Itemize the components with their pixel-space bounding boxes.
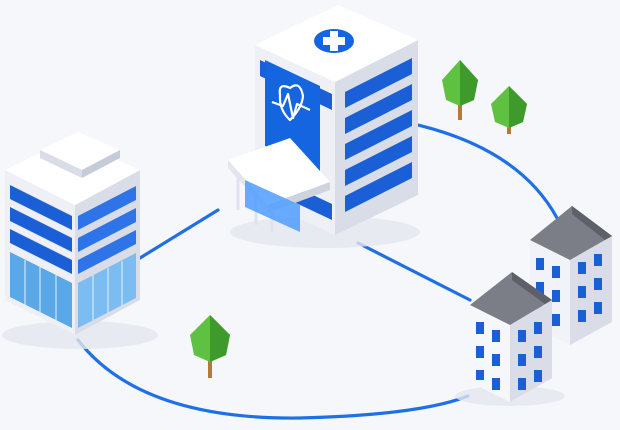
medical-cross-icon — [314, 29, 354, 53]
tree-center — [190, 315, 230, 378]
office-building — [2, 132, 158, 349]
tree-near-hospital-2 — [491, 86, 527, 134]
heart-pulse-icon — [271, 84, 311, 122]
residential-house-front — [455, 272, 565, 406]
tree-near-hospital-1 — [442, 60, 478, 120]
route-office-bottom-arc — [76, 338, 470, 420]
route-office-to-hospital — [138, 208, 220, 260]
route-hospital-arc — [416, 123, 559, 220]
hospital-building — [228, 5, 420, 248]
route-hospital-to-houses — [356, 241, 472, 302]
route-network — [76, 123, 559, 420]
residential-house-back — [530, 206, 612, 345]
